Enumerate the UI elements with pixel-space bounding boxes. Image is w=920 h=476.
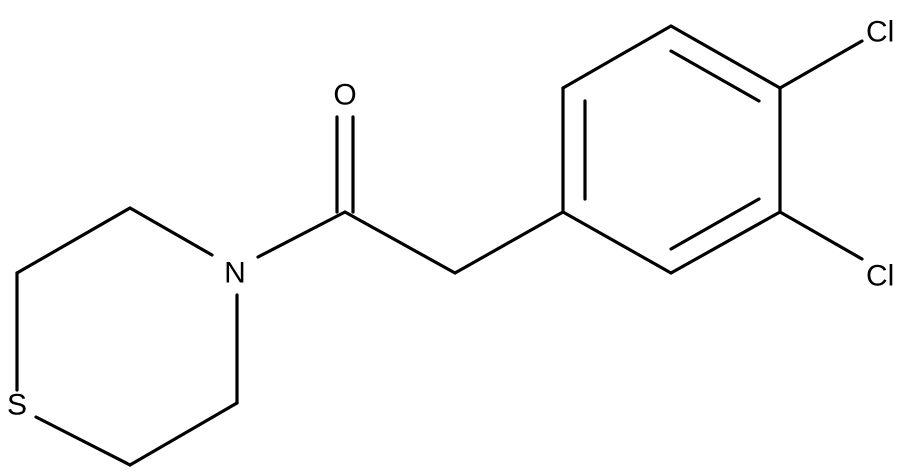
bond-c-c-upper-left	[15, 206, 132, 275]
bond-c-cl-top	[778, 39, 864, 90]
bond-c-c-lower	[128, 401, 239, 467]
bond-n-carbonyl	[256, 210, 347, 259]
bond-s-c-lower	[34, 415, 132, 467]
ring-bond-5	[669, 210, 782, 275]
ring-bond-5-inner	[669, 197, 761, 251]
sulfur-atom-label: S	[7, 389, 27, 422]
ring-bond-3-inner	[669, 49, 761, 103]
ring-bond-3	[669, 24, 782, 90]
bond-carbonyl-ch2	[343, 210, 457, 275]
chlorine-top-atom-label: Cl	[866, 16, 894, 49]
bond-ch2-ring	[453, 210, 565, 275]
ring-bond-2	[561, 24, 673, 90]
amide-group	[256, 115, 565, 275]
oxygen-atom-label: O	[333, 79, 356, 112]
bond-c-cl-bottom	[778, 210, 864, 261]
chlorine-bottom-atom-label: Cl	[866, 260, 894, 293]
ring-bond-6	[561, 210, 673, 275]
thiomorpholine-ring	[15, 206, 239, 467]
nitrogen-atom-label: N	[224, 257, 246, 290]
chloro-substituents	[778, 39, 864, 261]
bond-n-c-upper	[128, 206, 214, 257]
benzene-ring	[561, 24, 782, 275]
